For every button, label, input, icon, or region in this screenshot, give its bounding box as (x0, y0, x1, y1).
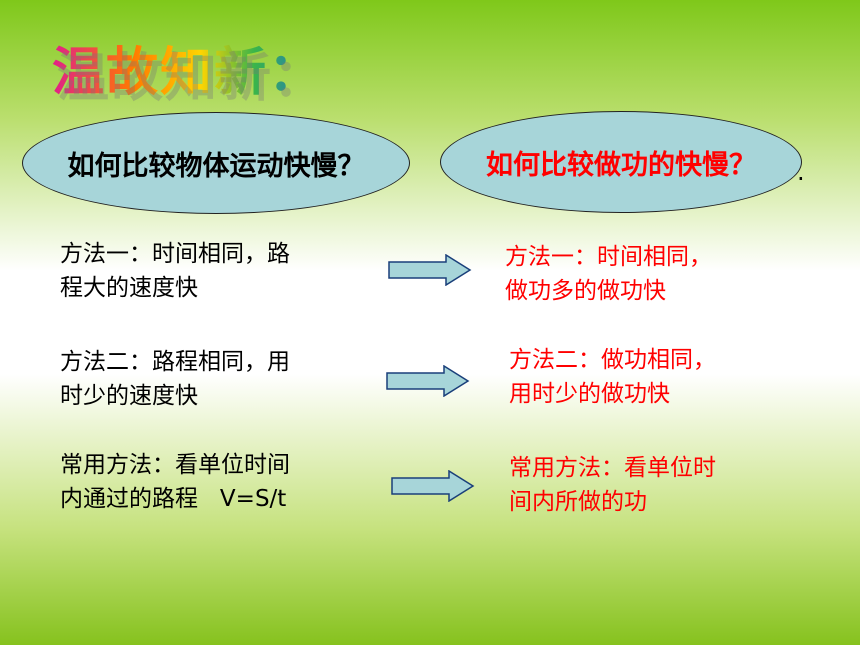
work-method-1-line2: 做功多的做功快 (505, 278, 666, 304)
work-method-3-line2: 间内所做的功 (509, 489, 647, 515)
question-work-text: 如何比较做功的快慢？ (486, 149, 756, 181)
work-method-2-line2: 用时少的做功快 (509, 381, 670, 407)
work-method-2-line1: 方法二：做功相同， (509, 347, 716, 373)
question-motion-oval: 如何比较物体运动快慢？ (22, 112, 410, 214)
motion-method-2-line2: 时少的速度快 (60, 383, 198, 409)
question-work-oval: 如何比较做功的快慢？ (440, 111, 802, 213)
motion-method-2-line1: 方法二：路程相同，用 (60, 349, 290, 375)
slide-title: 温故知新： (52, 30, 322, 105)
work-method-3-line1: 常用方法：看单位时 (509, 455, 716, 481)
right-arrow-icon (386, 365, 470, 397)
motion-method-1-line1: 方法一：时间相同，路 (60, 241, 290, 267)
right-arrow-icon (388, 254, 472, 286)
motion-method-3: 常用方法：看单位时间 内通过的路程 V=S/t (60, 448, 360, 516)
motion-method-2: 方法二：路程相同，用 时少的速度快 (60, 345, 360, 413)
work-method-3: 常用方法：看单位时 间内所做的功 (509, 451, 779, 519)
motion-method-3-line1: 常用方法：看单位时间 (60, 452, 290, 478)
question-motion-text: 如何比较物体运动快慢？ (67, 150, 365, 182)
right-arrow-icon (391, 470, 475, 502)
work-method-2: 方法二：做功相同， 用时少的做功快 (509, 343, 779, 411)
motion-method-1-line2: 程大的速度快 (60, 275, 198, 301)
work-method-1: 方法一：时间相同， 做功多的做功快 (505, 240, 775, 308)
motion-method-3-line2: 内通过的路程 V=S/t (60, 486, 287, 512)
work-method-1-line1: 方法一：时间相同， (505, 244, 712, 270)
trailing-dot: . (797, 158, 805, 186)
motion-method-1: 方法一：时间相同，路 程大的速度快 (60, 237, 360, 305)
